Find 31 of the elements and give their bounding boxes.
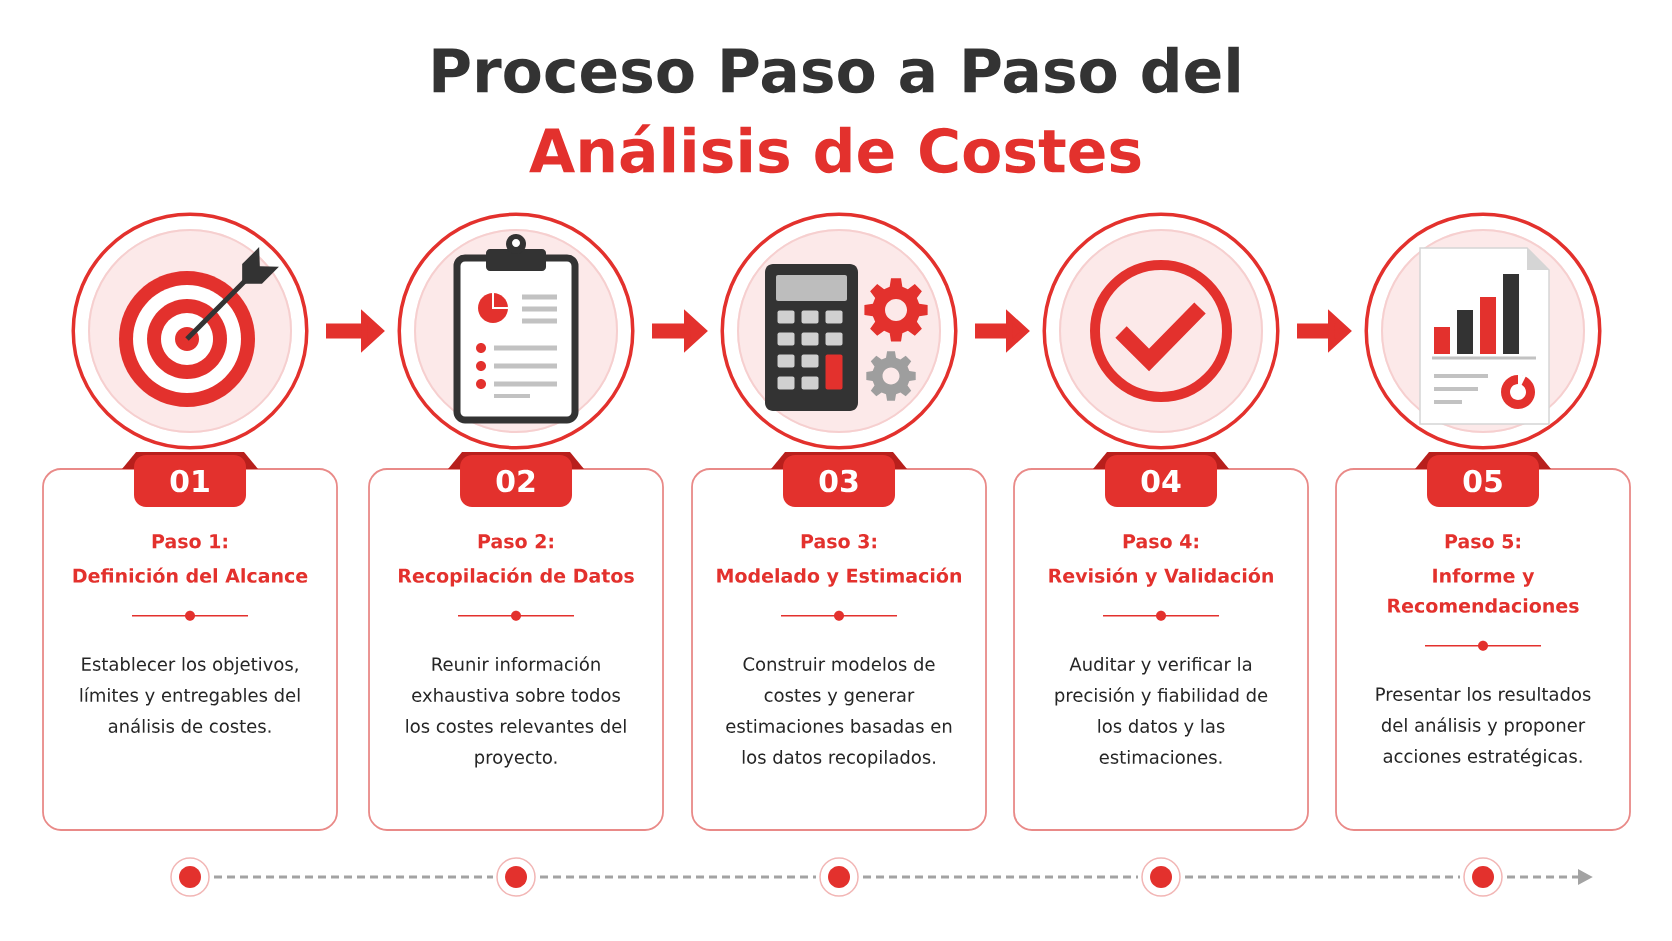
timeline-dot xyxy=(1141,857,1181,897)
title: Proceso Paso a Paso del Análisis de Costes xyxy=(433,46,1239,174)
number-badge: 03 xyxy=(771,452,907,507)
step-circle xyxy=(1042,212,1280,450)
dashed-line xyxy=(214,875,493,879)
step-description: Construir modelos de costes y generar estimaciones basadas en los datos recopilados. xyxy=(726,657,952,768)
timeline-dot xyxy=(170,857,210,897)
number-badge: 01 xyxy=(122,452,258,507)
step-description: Presentar los resultados del análisis y proponer acciones estratégicas. xyxy=(1376,687,1591,767)
dashed-line xyxy=(1185,875,1460,879)
step-description: Auditar y verificar la precisión y fiabilidad de los datos y las estimaciones. xyxy=(1055,657,1268,764)
step-heading: Modelado y Estimación xyxy=(717,567,961,587)
step-heading: Paso 5: xyxy=(1445,534,1520,549)
step-heading: Recopilación de Datos xyxy=(399,567,634,587)
number-badge: 04 xyxy=(1093,452,1229,507)
timeline-dot xyxy=(496,857,536,897)
number-badge: 05 xyxy=(1415,452,1551,507)
dashed-line xyxy=(540,875,816,879)
step-heading: Paso 2: xyxy=(478,534,553,549)
dashed-line xyxy=(863,875,1138,879)
step-heading: Informe y Recomendaciones xyxy=(1388,568,1579,613)
timeline-dot xyxy=(1463,857,1503,897)
step-description: Establecer los objetivos, límites y entregables del análisis de costes. xyxy=(80,657,300,733)
step-heading: Paso 1: xyxy=(152,534,227,549)
step-heading: Paso 4: xyxy=(1123,534,1198,549)
step-heading: Definición del Alcance xyxy=(73,567,308,583)
timeline-dot xyxy=(819,857,859,897)
step-heading: Revisión y Validación xyxy=(1049,567,1273,587)
step-heading: Paso 3: xyxy=(801,534,876,549)
number-badge: 02 xyxy=(448,452,584,507)
step-description: Reunir información exhaustiva sobre todos los costes relevantes del proyecto. xyxy=(406,656,626,768)
